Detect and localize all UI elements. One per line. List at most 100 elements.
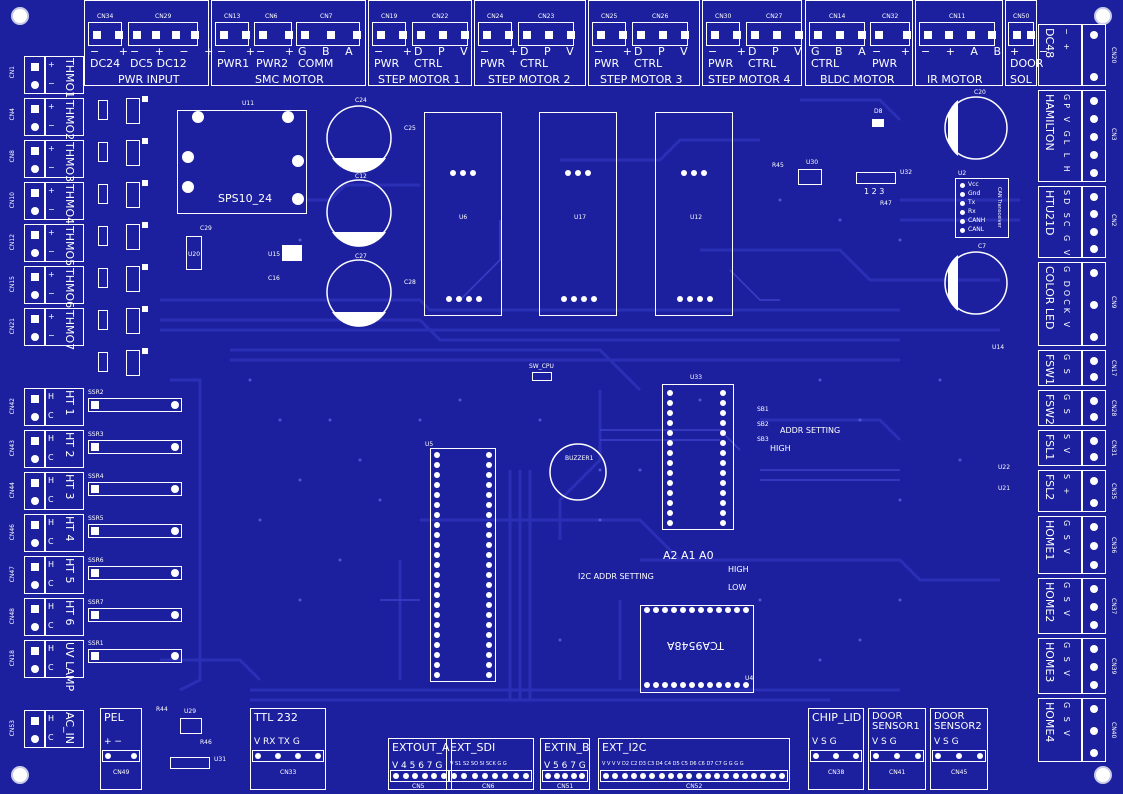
terminal-block[interactable] [1082,186,1106,258]
pin [732,773,739,779]
capacitor [142,222,148,228]
terminal-block[interactable] [1082,516,1106,574]
connector-label: HOME4 [1043,702,1056,743]
terminal-block[interactable] [1082,90,1106,182]
pin [1090,97,1098,105]
pin-labels: − + [594,45,640,58]
terminal-block[interactable] [24,56,46,94]
terminal-block[interactable] [102,750,140,762]
c16-label: C16 [268,275,280,282]
pin-labels: D P V [520,45,580,58]
terminal-block[interactable] [600,770,788,782]
pin [769,773,776,779]
i2c-addr-label: I2C ADDR SETTING [578,572,654,581]
terminal-block[interactable] [128,22,199,46]
pin [741,773,748,779]
terminal-block[interactable] [706,22,741,46]
terminal-block[interactable] [919,22,996,46]
connector-id: CN9 [1110,296,1117,309]
terminal-block[interactable] [1082,578,1106,634]
terminal-block[interactable] [24,182,46,220]
terminal-block[interactable] [24,224,46,262]
terminal-block[interactable] [1082,430,1106,466]
terminal-block[interactable] [24,266,46,304]
terminal-block[interactable] [24,514,46,552]
c25-label: C25 [404,125,416,132]
terminal-block[interactable] [24,598,46,636]
connector-frame [44,556,84,594]
terminal-block[interactable] [932,750,986,762]
pin [292,155,304,167]
u22-label: U22 [998,464,1011,471]
pin [434,662,440,668]
terminal-block[interactable] [24,140,46,178]
terminal-block[interactable] [592,22,627,46]
terminal-block[interactable] [1082,470,1106,512]
pin [91,485,99,493]
terminal-block[interactable] [632,22,689,46]
pin [720,470,726,476]
pin [734,682,740,688]
terminal-block[interactable] [412,22,469,46]
terminal-block[interactable] [809,22,866,46]
connector-frame [44,182,84,220]
terminal-block[interactable] [24,640,46,678]
terminal-block[interactable] [870,22,911,46]
terminal-block[interactable] [296,22,361,46]
terminal-block[interactable] [542,770,588,782]
terminal-block[interactable] [810,750,862,762]
pin-labels: D P V [414,45,474,58]
pin [716,607,722,613]
terminal-block[interactable] [448,770,532,782]
sw-cpu-switch[interactable] [532,372,552,381]
terminal-block[interactable] [1082,638,1106,694]
terminal-block[interactable] [24,308,46,346]
pin [956,753,962,759]
pin [619,31,627,39]
connector-id: CN22 [432,13,449,20]
connector-id: CN27 [766,13,783,20]
pin [1090,397,1098,405]
terminal-block[interactable] [478,22,513,46]
connector-label: FSW2 [1043,394,1056,425]
terminal-block[interactable] [24,98,46,136]
pin [677,296,683,302]
pin-b: − [48,331,55,340]
pin [434,532,440,538]
terminal-block[interactable] [390,770,450,782]
terminal-block[interactable] [1082,350,1106,386]
terminal-block[interactable] [1082,24,1106,86]
terminal-block[interactable] [372,22,407,46]
terminal-block[interactable] [24,430,46,468]
terminal-block[interactable] [1082,262,1106,346]
terminal-block[interactable] [24,556,46,594]
connector-frame [1038,350,1082,386]
smd-ic [126,266,140,292]
terminal-block[interactable] [252,750,324,762]
pin [667,450,673,456]
terminal-block[interactable] [88,22,123,46]
pin-labels: G S [1062,354,1071,377]
terminal-block[interactable] [518,22,575,46]
terminal-block[interactable] [24,710,46,748]
pin [691,170,697,176]
terminal-block[interactable] [1082,390,1106,426]
pin [667,440,673,446]
terminal-block[interactable] [24,388,46,426]
terminal-block[interactable] [24,472,46,510]
sw-cpu-label: SW_CPU [529,363,554,370]
connector-frame [1038,90,1082,182]
connector-label: PWR1 [217,57,250,70]
pin [31,665,39,673]
terminal-block[interactable] [870,750,924,762]
terminal-block[interactable] [215,22,250,46]
terminal-block[interactable] [1008,22,1035,46]
terminal-block[interactable] [254,22,293,46]
pin-labels: V S G [872,737,897,747]
terminal-block[interactable] [1082,698,1106,762]
pin-labels: − + − + [130,45,220,58]
connector-frame [250,708,326,790]
buzzer-label: BUZZER1 [565,455,594,462]
group-title: IR MOTOR [927,73,983,86]
pin-labels: − + A B [921,45,1007,58]
